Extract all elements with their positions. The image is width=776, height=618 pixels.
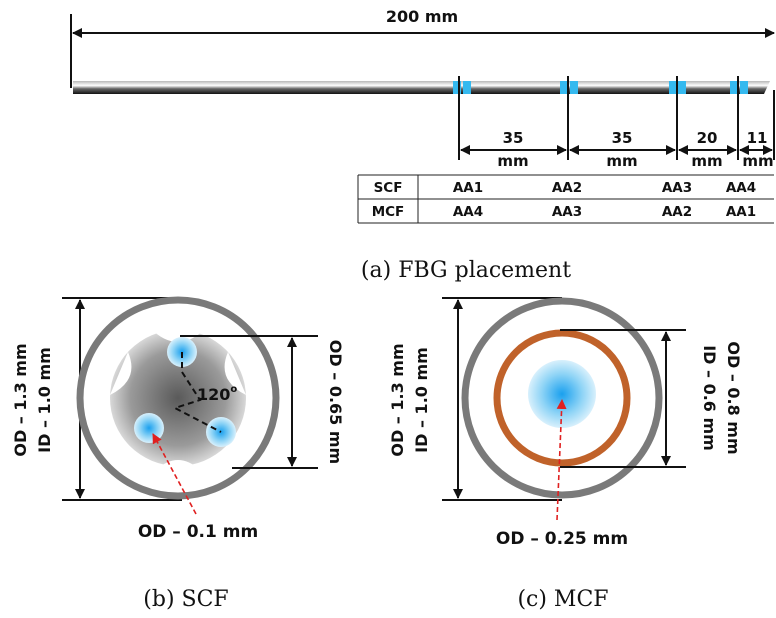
core-left xyxy=(134,413,164,443)
panel-c: OD – 1.3 mm ID – 1.0 mm OD – 0.8 mm ID –… xyxy=(388,297,743,612)
core-center xyxy=(528,360,596,428)
fbg-mark-4 xyxy=(730,81,748,94)
table-cell: AA1 xyxy=(726,204,756,220)
table-row-label-mcf: MCF xyxy=(372,204,405,220)
table-cell: AA1 xyxy=(453,180,483,196)
caption-c: (c) MCF xyxy=(517,587,608,612)
caption-a: (a) FBG placement xyxy=(361,258,571,283)
fiber-rod xyxy=(73,81,770,94)
inner-id-label: ID – 0.6 mm xyxy=(700,345,719,451)
inner-od-label: OD – 0.65 mm xyxy=(326,340,345,464)
core-od-label: OD – 0.1 mm xyxy=(138,522,258,542)
angle-label: 120o xyxy=(197,384,237,404)
table-cell: AA2 xyxy=(662,204,692,220)
segment-value-1: 35 xyxy=(503,129,524,147)
segment-value-3: 20 xyxy=(697,129,718,147)
panel-a: 200 mm 35 m xyxy=(70,7,776,283)
table-cell: AA2 xyxy=(552,180,582,196)
core-od-label: OD – 0.25 mm xyxy=(496,529,628,549)
segment-value-2: 35 xyxy=(612,129,633,147)
table-row-label-scf: SCF xyxy=(374,180,403,196)
outer-od-label: OD – 1.3 mm xyxy=(11,343,30,456)
core-pointer xyxy=(556,399,567,521)
outer-id-label: ID – 1.0 mm xyxy=(412,347,431,453)
total-length-label: 200 mm xyxy=(386,7,458,26)
table-cell: AA4 xyxy=(453,204,483,220)
inner-od-label: OD – 0.8 mm xyxy=(724,341,743,454)
table-cell: AA4 xyxy=(726,180,756,196)
segment-unit-4: mm xyxy=(742,152,773,170)
panel-b: OD – 1.3 mm ID – 1.0 mm 120o OD – 0.65 m… xyxy=(11,296,345,612)
outer-od-label: OD – 1.3 mm xyxy=(388,343,407,456)
placement-table: SCF AA1 AA2 AA3 AA4 MCF AA4 AA3 AA2 AA1 xyxy=(357,174,774,224)
segment-unit-3: mm xyxy=(691,152,722,170)
caption-b: (b) SCF xyxy=(143,587,228,612)
segment-unit-1: mm xyxy=(497,152,528,170)
segment-unit-2: mm xyxy=(606,152,637,170)
outer-id-label: ID – 1.0 mm xyxy=(35,347,54,453)
fbg-mark-1 xyxy=(453,81,471,94)
angle-dashed-line xyxy=(172,352,222,433)
fbg-mark-3 xyxy=(669,81,686,94)
segment-value-4: 11 xyxy=(747,129,768,147)
core-pointer xyxy=(152,433,197,515)
fbg-mark-2 xyxy=(560,81,578,94)
table-cell: AA3 xyxy=(662,180,692,196)
table-cell: AA3 xyxy=(552,204,582,220)
